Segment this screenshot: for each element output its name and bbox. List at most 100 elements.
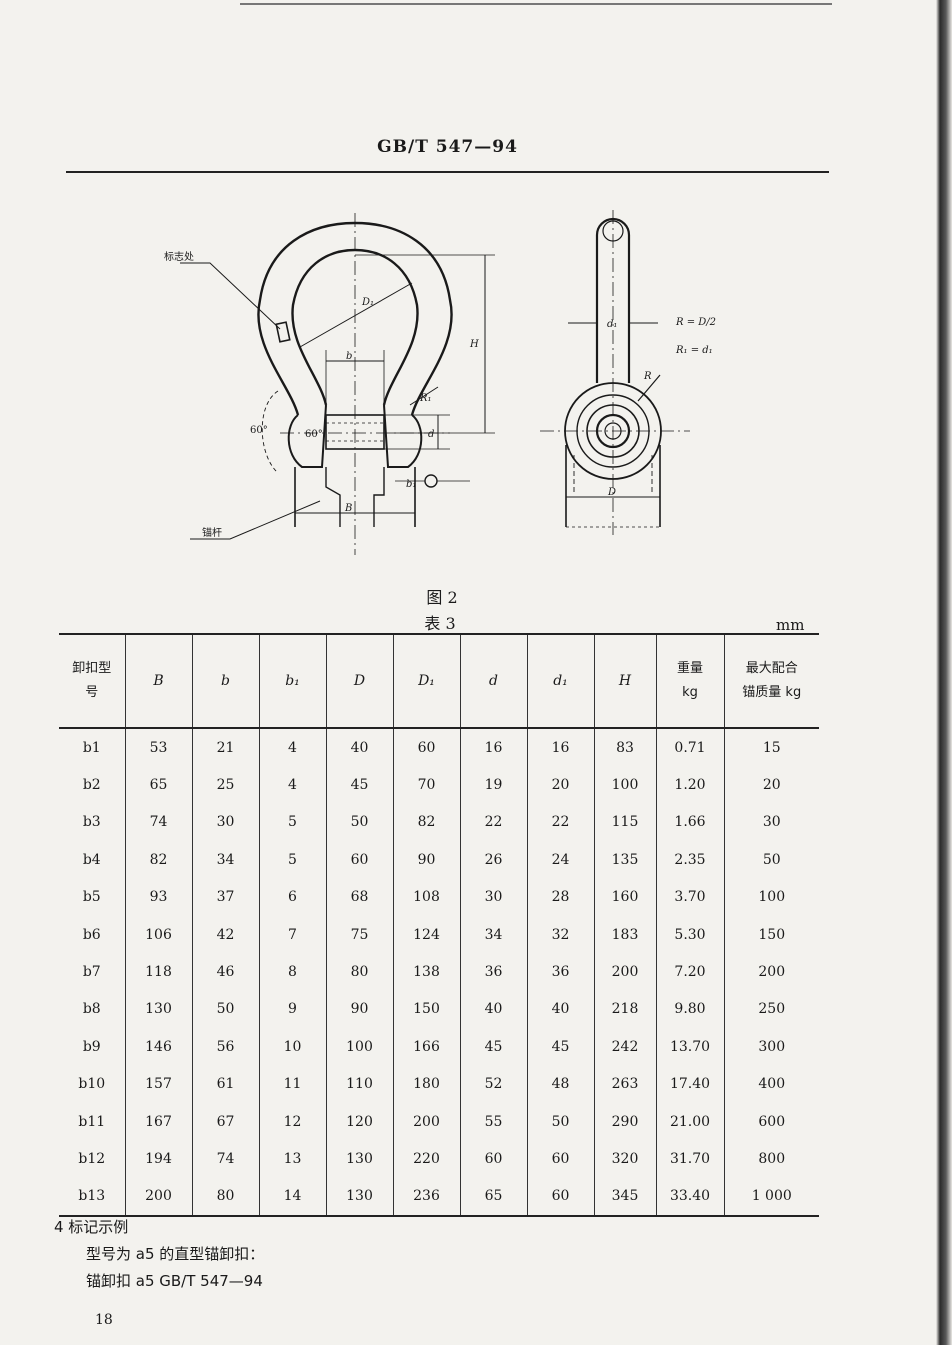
table-cell: 290 [593, 1102, 656, 1141]
b1-ring [424, 474, 438, 488]
dim-R: R [643, 371, 652, 382]
table-cell: 65 [459, 1177, 527, 1218]
table-header-row: 卸扣型号 B b b₁ D D₁ d d₁ H 重量 kg 最大配合锚质量 kg [59, 634, 819, 728]
table-cell: 68 [325, 878, 393, 916]
side-shank [565, 445, 661, 527]
table-cell: 300 [723, 1028, 819, 1066]
figure-caption: 图 2 [426, 588, 458, 607]
header-cell: H [593, 634, 656, 728]
table-cell: 42 [191, 915, 259, 954]
shank-inner [325, 467, 385, 527]
table-cell: 108 [392, 878, 460, 916]
table-cell: 65 [124, 766, 192, 804]
table-cell: 17.40 [655, 1065, 724, 1103]
dim-R1: R₁ [419, 393, 432, 404]
table-cell: 200 [124, 1177, 192, 1218]
table-cell: 60 [325, 841, 393, 879]
table-cell: 46 [191, 953, 259, 991]
table-cell: 130 [325, 1140, 393, 1178]
table-cell: 242 [593, 1028, 656, 1066]
table-cell: 800 [723, 1140, 819, 1178]
section-heading: 4 标记示例 [54, 1218, 129, 1236]
table-cell: 100 [593, 766, 656, 804]
eye-right [383, 404, 423, 468]
table-cell: 90 [325, 990, 393, 1029]
shank-edges [294, 467, 416, 527]
table-cell: 115 [593, 803, 656, 842]
shackle-size-table: 卸扣型号 B b b₁ D D₁ d d₁ H 重量 kg 最大配合锚质量 kg… [59, 633, 819, 1218]
header-cell: b₁ [258, 634, 326, 728]
table-cell: 60 [392, 728, 460, 767]
label-shank: 锚杆 [202, 527, 222, 539]
table-cell: 183 [593, 915, 656, 954]
table-cell: 345 [593, 1177, 656, 1218]
table-cell: 110 [325, 1065, 393, 1103]
table-cell: 2.35 [655, 841, 724, 879]
table-cell: 90 [392, 841, 460, 879]
model-cell: b1 [82, 739, 101, 756]
table-cell: 21 [191, 728, 259, 767]
table-cell: 82 [392, 803, 460, 842]
table-cell: 263 [593, 1065, 656, 1103]
header-cell: b [191, 634, 259, 728]
table-cell: 45 [325, 766, 393, 804]
dim-angle-outer: 60° [250, 425, 268, 436]
table-cell: 16 [526, 728, 594, 767]
table-cell: 40 [325, 728, 393, 767]
table-cell: 4 [258, 766, 326, 804]
model-cell: b12 [78, 1150, 106, 1167]
side-bow-profile [595, 217, 631, 383]
table-cell: 25 [191, 766, 259, 804]
table-cell: 45 [459, 1028, 527, 1066]
table-cell: 146 [124, 1028, 192, 1066]
header-cell: D [325, 634, 393, 728]
table-cell: 34 [191, 841, 259, 879]
dim-d: d [428, 429, 434, 440]
table-cell: 26 [459, 841, 527, 879]
dim-H: H [469, 339, 479, 350]
table-cell: 5 [258, 803, 326, 842]
table-cell: 48 [526, 1065, 594, 1103]
table-cell: 1.66 [655, 803, 724, 842]
table-cell: 11 [258, 1065, 326, 1103]
side-eye-outer [564, 382, 662, 480]
header-cell: B [124, 634, 192, 728]
dim-D1-line [299, 282, 413, 348]
table-cell: 166 [392, 1028, 460, 1066]
table-cell: 61 [191, 1065, 259, 1103]
example-line-2: 锚卸扣 a5 GB/T 547—94 [86, 1272, 263, 1290]
model-cell: b8 [82, 1001, 101, 1018]
table-cell: 53 [124, 728, 192, 767]
table-cell: 4 [258, 728, 326, 767]
table-cell: 20 [526, 766, 594, 804]
bow-outer-contour [257, 221, 453, 416]
table-cell: 250 [723, 990, 819, 1029]
standard-code: GB/T 547—94 [377, 137, 518, 157]
table-cell: 130 [325, 1177, 393, 1218]
table-cell: 80 [325, 953, 393, 991]
table-cell: 34 [459, 915, 527, 954]
table-cell: 218 [593, 990, 656, 1029]
example-line-1: 型号为 a5 的直型锚卸扣： [86, 1245, 265, 1263]
table-cell: 15 [723, 728, 819, 767]
table-cell: 37 [191, 878, 259, 916]
table-cell: 50 [723, 841, 819, 879]
table-caption: 表 3 [424, 614, 456, 633]
table-cell: 7.20 [655, 953, 724, 991]
header-cell: 最大配合锚质量 kg [723, 634, 819, 728]
table-cell: 200 [392, 1102, 460, 1141]
model-cell: b9 [82, 1038, 101, 1055]
dim-d1: d₁ [607, 319, 617, 330]
table-cell: 13.70 [655, 1028, 724, 1066]
model-cell: b2 [82, 777, 101, 794]
table-cell: 150 [392, 990, 460, 1029]
model-cell: b10 [78, 1076, 106, 1093]
table-cell: 7 [258, 915, 326, 954]
table-cell: 106 [124, 915, 192, 954]
